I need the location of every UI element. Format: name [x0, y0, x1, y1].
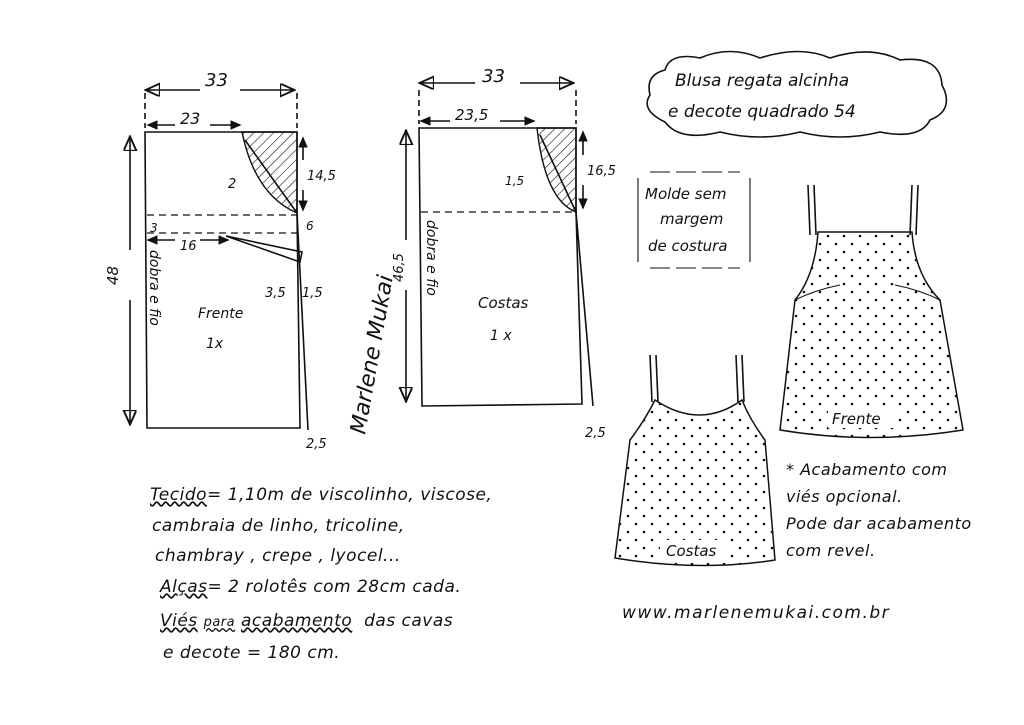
molde-note-box [637, 171, 751, 269]
bias-label: Viés [160, 611, 198, 631]
front-height-label: 48 [104, 266, 122, 285]
title-line2: e decote quadrado 54 [668, 102, 856, 122]
front-curve-label: 2 [228, 177, 236, 192]
front-bust-offset-label: 3 [150, 221, 158, 235]
finishing-note: * Acabamento com viés opcional. Pode dar… [786, 456, 972, 564]
back-pattern-piece [406, 83, 594, 407]
front-garment-label: Frente [832, 410, 881, 428]
title-cloud [646, 50, 948, 138]
front-dart-length-label: 16 [180, 239, 197, 254]
front-width-label: 33 [205, 70, 228, 91]
front-label: Frente [198, 306, 243, 322]
back-fold-label: dobra e fio [423, 220, 439, 296]
bias-line2: e decote = 180 cm. [163, 643, 341, 663]
back-garment-label: Costas [666, 542, 717, 560]
title-line1: Blusa regata alcinha [675, 71, 849, 91]
straps-text: = 2 rolotês com 28cm cada. [207, 577, 462, 597]
back-garment-illustration [614, 354, 776, 567]
back-label: Costas [478, 294, 529, 312]
straps-label: Alças [160, 577, 208, 597]
back-curve-label: 1,5 [505, 174, 524, 188]
molde-line2: margem [660, 210, 723, 228]
front-pattern-piece [130, 90, 309, 431]
fabric-text: = 1,10m de viscolinho, viscose, [207, 485, 493, 505]
fabric-line2: cambraia de linho, tricoline, [152, 516, 405, 536]
fabric-line3: chambray , crepe , lyocel... [155, 546, 401, 566]
front-hem-flare-label: 2,5 [306, 437, 327, 452]
bias-text: das cavas [364, 611, 454, 631]
bias-mid: para [203, 615, 236, 630]
front-dart-width-label: 3,5 [265, 286, 286, 301]
materials-bias: Viés para acabamento das cavas [160, 608, 453, 636]
molde-line3: de costura [648, 237, 728, 255]
website-link[interactable]: www.marlenemukai.com.br [622, 603, 891, 623]
materials-fabric: Tecido= 1,10m de viscolinho, viscose, [150, 482, 492, 508]
back-neck-width-label: 23,5 [455, 106, 488, 124]
finishing-line1: * Acabamento com [786, 460, 948, 479]
front-count: 1x [206, 336, 224, 352]
fabric-label: Tecido [150, 485, 208, 505]
front-dart-top-label: 6 [306, 219, 314, 233]
front-garment-illustration [779, 184, 964, 439]
front-fold-label: dobra e fio [146, 250, 162, 326]
front-armhole-label: 14,5 [307, 169, 336, 184]
back-count: 1 x [490, 328, 512, 344]
front-dart-side-label: 1,5 [302, 286, 323, 301]
front-neck-width-label: 23 [180, 109, 200, 128]
signature: Marlene Mukai [346, 273, 399, 436]
materials-straps: Alças= 2 rolotês com 28cm cada. [160, 574, 461, 600]
finishing-line2: viés opcional. [786, 487, 903, 506]
back-height-label: 46,5 [392, 253, 407, 282]
finishing-line4: com revel. [786, 541, 876, 560]
back-armhole-label: 16,5 [587, 164, 616, 179]
back-hem-flare-label: 2,5 [585, 426, 606, 441]
back-width-label: 33 [482, 66, 505, 87]
molde-line1: Molde sem [645, 185, 726, 203]
bias-word: acabamento [241, 611, 353, 631]
finishing-line3: Pode dar acabamento [786, 514, 972, 533]
